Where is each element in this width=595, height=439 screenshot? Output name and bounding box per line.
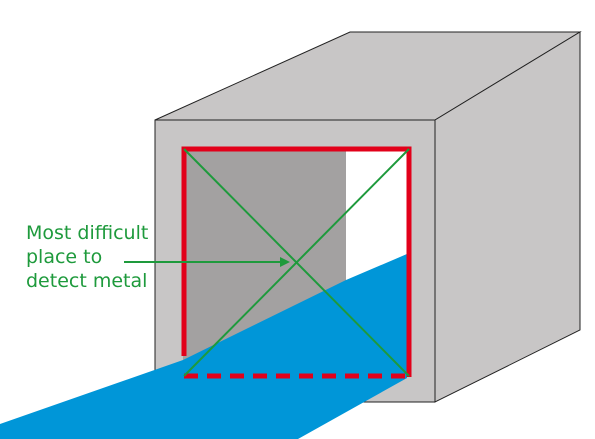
conveyor-belt: [0, 254, 407, 439]
callout-line-1: Most difficult: [26, 222, 149, 244]
diagonal-line-b: [183, 148, 410, 377]
aperture-far-opening: [346, 148, 407, 282]
coil-outline: [181, 146, 412, 377]
callout-line-3: detect metal: [26, 270, 148, 292]
callout-line-2: place to: [26, 246, 103, 268]
callout-label: Most difficult place to detect metal: [26, 221, 166, 293]
